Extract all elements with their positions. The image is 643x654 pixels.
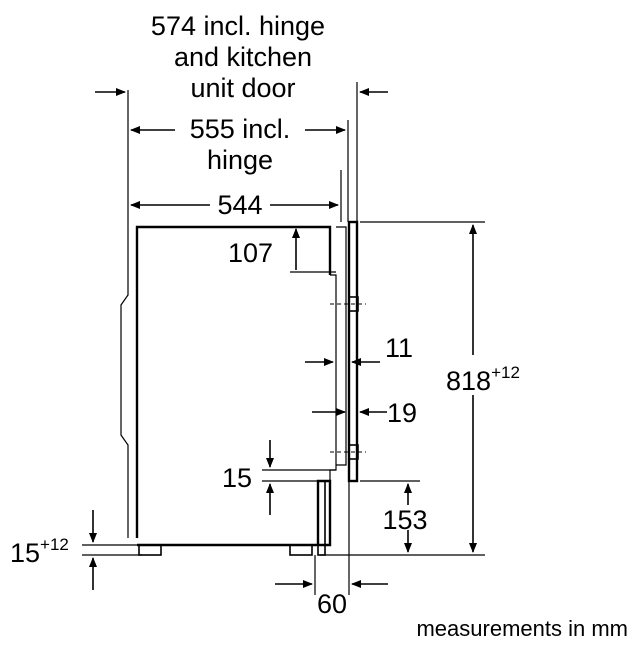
label-153: 153 — [382, 505, 427, 535]
dim-11: 11 — [305, 333, 413, 366]
label-574-line1: 574 incl. hinge — [151, 11, 325, 41]
label-foot-15: 15+12 — [10, 535, 69, 568]
hinge-top — [330, 296, 366, 312]
label-555-line1: 555 incl. — [190, 114, 291, 144]
dim-544: 544 — [130, 170, 342, 222]
label-foot-15-tolerance: +12 — [40, 535, 69, 554]
label-foot-15-value: 15 — [10, 538, 40, 568]
dim-foot-15: 15+12 — [10, 510, 142, 590]
label-555-line2: hinge — [207, 145, 273, 175]
dim-818: 818+12 — [320, 221, 520, 556]
dim-555: 555 incl. hinge — [130, 114, 349, 222]
appliance-feet — [138, 544, 313, 556]
label-574-line2: and kitchen — [174, 42, 312, 72]
dim-19: 19 — [312, 398, 417, 428]
label-574-line3: unit door — [190, 73, 295, 103]
label-60: 60 — [317, 589, 347, 619]
hinge-bottom — [330, 444, 366, 460]
label-11: 11 — [385, 333, 413, 363]
units-note: measurements in mm — [416, 616, 628, 641]
label-107: 107 — [228, 238, 273, 268]
dim-60: 60 — [275, 481, 388, 619]
label-818-value: 818 — [446, 366, 491, 396]
dim-153: 153 — [360, 480, 428, 553]
kitchen-unit-door — [347, 220, 359, 483]
label-19: 19 — [387, 398, 417, 428]
label-544: 544 — [217, 190, 262, 220]
label-818: 818+12 — [446, 363, 520, 396]
dim-15: 15 — [222, 440, 336, 515]
dim-107: 107 — [228, 228, 336, 273]
label-15: 15 — [222, 463, 252, 493]
label-818-tolerance: +12 — [491, 363, 520, 382]
dim-574: 574 incl. hinge and kitchen unit door — [95, 11, 388, 222]
